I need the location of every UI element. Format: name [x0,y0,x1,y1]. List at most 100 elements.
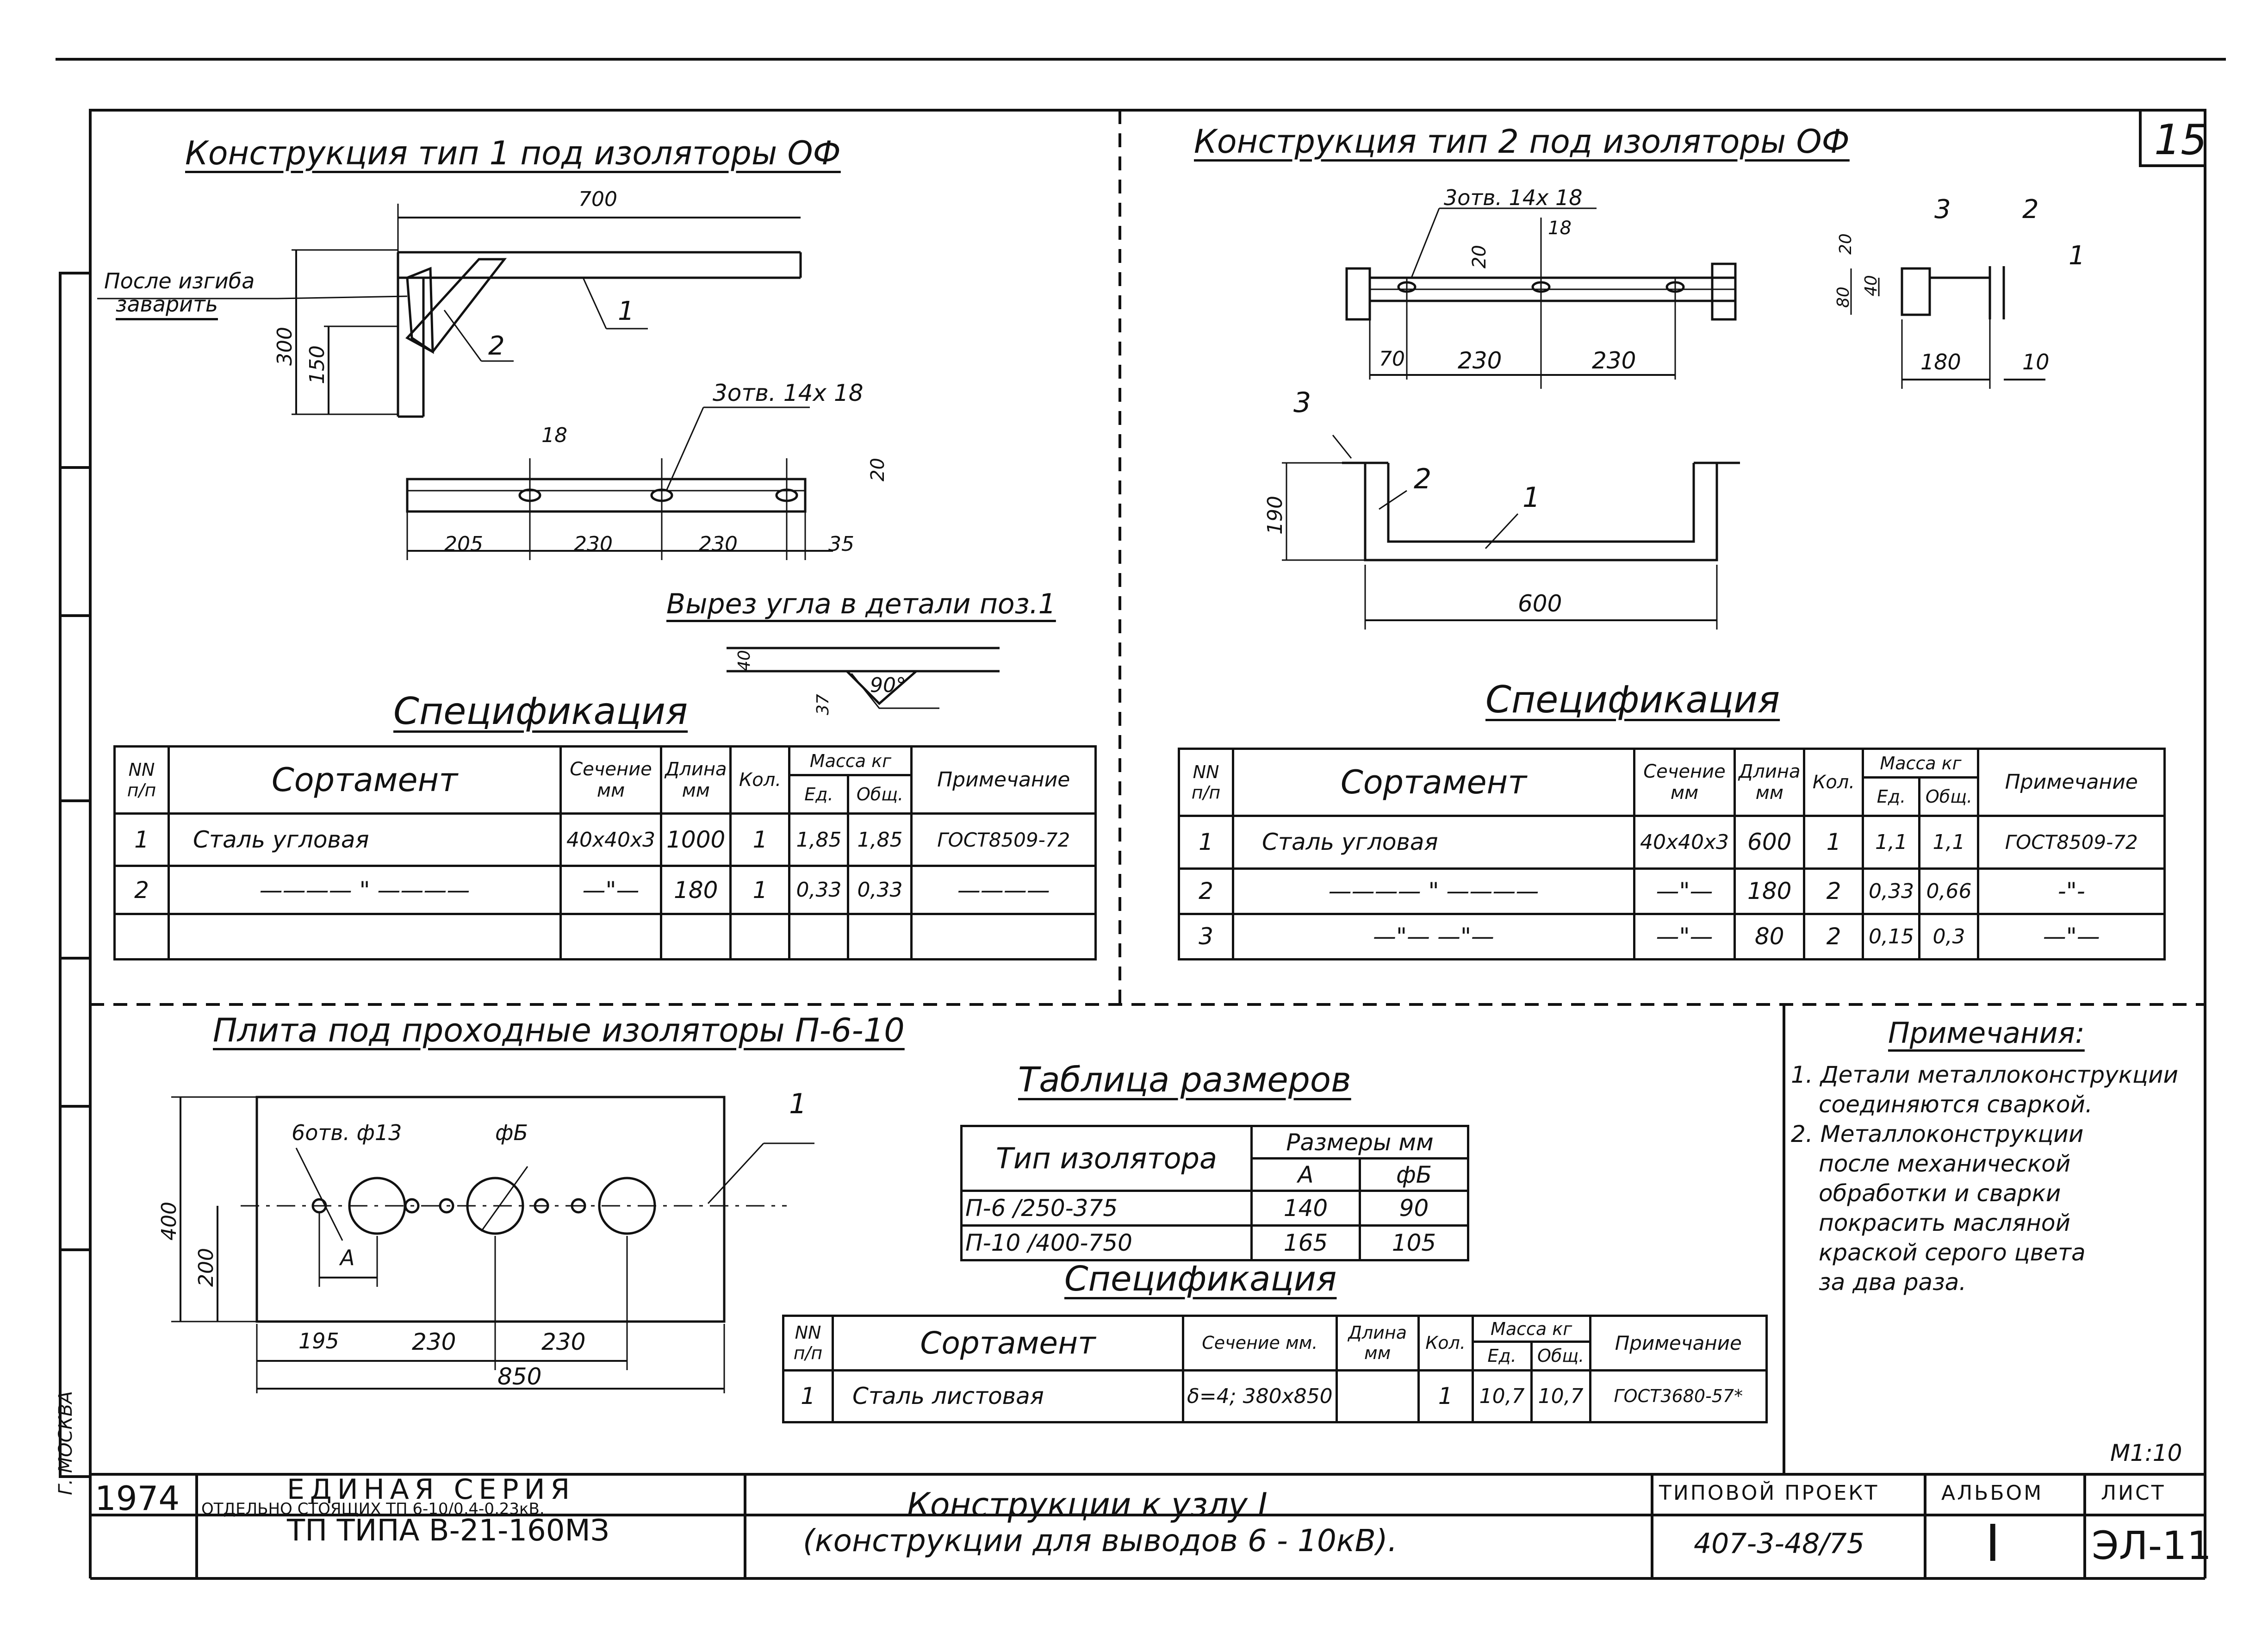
title-year: 1974 [95,1479,180,1518]
pos-1: 1 [618,296,634,326]
h-sec: Сечение мм [559,745,662,815]
spec1-table: NN п/п Сортамент Сечение мм Длина мм Кол… [113,745,1097,961]
cell [788,912,850,961]
sheet-number: 15 [2154,116,2207,164]
pos-1b: 1 [1522,481,1541,514]
h-mass: Масса кг [1471,1314,1591,1343]
construction-name-2: (конструкции для выводов 6 - 10кВ). [803,1523,1398,1559]
dim-35: 35 [828,532,854,556]
cell: Сталь угловая [1232,814,1635,870]
cell: ГОСТ3680-57* [1589,1369,1768,1424]
cell [559,912,662,961]
dim-150: 150 [305,345,329,384]
table-row: 2 ———— " ———— —"— 180 2 0,33 0,66 -"- [1178,867,2166,915]
dim-400: 400 [157,1202,181,1241]
cell: 180 [659,865,732,915]
weld-note-1: После изгиба [104,268,255,293]
h-total: Общ. [847,774,913,815]
table-row: 1 Сталь угловая 40х40х3 1000 1 1,85 1,85… [113,812,1097,867]
dim-230b-plate: 230 [541,1328,586,1355]
h-unit: Ед. [1471,1341,1533,1372]
cell: ГОСТ8509-72 [1977,814,2166,870]
h-note: Примечание [1977,748,2166,817]
h-qty: Кол. [1803,748,1864,817]
construction-name-1: Конструкции к узлу I [907,1486,1268,1524]
h-note: Примечание [910,745,1097,815]
table-row: 1 Сталь листовая δ=4; 380х850 1 10,7 10,… [782,1369,1768,1424]
note-line: покрасить масляной [1819,1210,2070,1236]
cell: 2 [1178,867,1234,915]
cell: 1 [729,865,791,915]
dim-10: 10 [2022,349,2050,374]
note-line: краской серого цвета [1819,1239,2086,1266]
cell: 1,1 [1918,814,1980,870]
cell: —"— [559,865,662,915]
dim-190: 190 [1263,496,1287,535]
cell: ———— " ———— [168,865,562,915]
cell: 40х40х3 [1633,814,1736,870]
cell: —"— [1977,912,2166,961]
dim-a: А [340,1245,355,1270]
spec1-title: Спецификация [393,690,688,733]
cell: 165 [1250,1224,1361,1261]
cell: 90 [1358,1190,1470,1227]
cell: 1 [729,812,791,867]
cell: 3 [1178,912,1234,961]
dim-850: 850 [497,1363,542,1390]
h-sort: Сортамент [832,1315,1184,1372]
side-label: Г. МОСКВА [55,1391,76,1495]
cell: ГОСТ8509-72 [910,812,1097,867]
cell: —"— [1633,867,1736,915]
h-type: Тип изолятора [960,1125,1253,1192]
cell: 1 [1803,814,1864,870]
note-line: соединяются сваркой. [1819,1091,2093,1118]
cell: ———— " ———— [1232,867,1635,915]
note-line: после механической [1819,1150,2071,1177]
scale-label: М1:10 [2110,1440,2182,1466]
series-sub: ОТДЕЛЬНО СТОЯЩИХ ТП 6-10/0,4-0,23кВ. [201,1500,545,1518]
size-table: Тип изолятора Размеры мм А фБ П-6 /250-3… [960,1125,1470,1261]
section2-title: Конструкция тип 2 под изоляторы ОФ [1194,123,1850,161]
dim-600: 600 [1518,590,1562,617]
pos-2b: 2 [1414,463,1432,495]
cell: 1 [782,1369,834,1424]
h-b: фБ [1358,1157,1470,1192]
dim-80: 80 [1834,287,1853,308]
h-num: NN п/п [113,745,170,815]
dim-230b: 230 [699,532,738,556]
cell: П-10 /400-750 [960,1224,1253,1261]
album-label: АЛЬБОМ [1941,1481,2044,1505]
cell: П-6 /250-375 [960,1190,1253,1227]
h-sec: Сечение мм [1633,748,1736,817]
cell: 0,33 [788,865,850,915]
h-total: Общ. [1918,776,1980,817]
cell [113,912,170,961]
cell: 140 [1250,1190,1361,1227]
cell: 1,85 [788,812,850,867]
cell: Сталь листовая [832,1369,1184,1424]
cell: δ=4; 380х850 [1182,1369,1338,1424]
table-row: П-6 /250-375 140 90 [960,1190,1470,1227]
project-label: ТИПОВОЙ ПРОЕКТ [1659,1481,1879,1505]
section1-title: Конструкция тип 1 под изоляторы ОФ [185,134,841,172]
note-line: 2. Металлоконструкции [1791,1121,2084,1147]
spec3-table: NN п/п Сортамент Сечение мм. Длина мм Ко… [782,1314,1768,1424]
dim-230a-plate: 230 [412,1328,456,1355]
dim-180: 180 [1920,349,1961,374]
h-len: Длина мм [1335,1315,1420,1372]
dim-200: 200 [194,1248,218,1287]
cell: 0,66 [1918,867,1980,915]
spec2-title: Спецификация [1485,678,1780,721]
cell: —"— —"— [1232,912,1635,961]
cell: -"- [1977,867,2166,915]
section3-title: Плита под проходные изоляторы П-6-10 [213,1011,905,1049]
cell: 2 [113,865,170,915]
h-sizes: Размеры мм [1250,1125,1469,1160]
h-len: Длина мм [1733,748,1806,817]
note-line: обработки и сварки [1819,1180,2061,1207]
cell: Сталь угловая [168,812,562,867]
cut-title: Вырез угла в детали поз.1 [666,588,1056,620]
cell: 0,3 [1918,912,1980,961]
h-unit: Ед. [788,774,850,815]
dim-195: 195 [298,1328,339,1353]
